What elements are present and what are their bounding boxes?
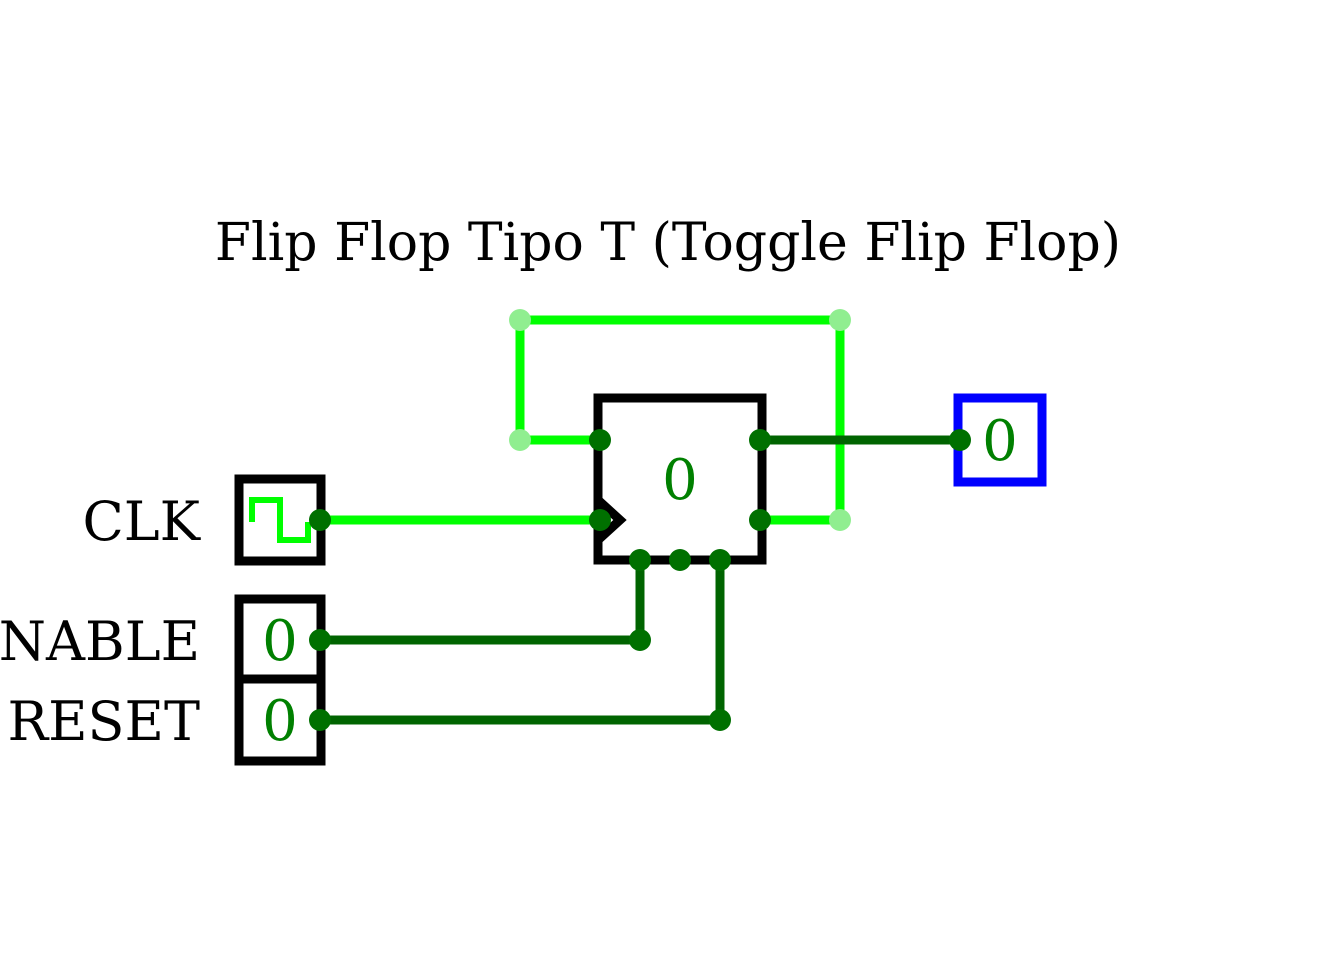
reset-label: RESET — [7, 690, 200, 753]
t-input-pin[interactable] — [589, 429, 611, 451]
reset-wire-corner — [709, 709, 731, 731]
reset-value: 0 — [262, 689, 298, 754]
enable-label: ENABLE — [0, 610, 200, 673]
t-flip-flop[interactable]: 0 — [593, 393, 767, 565]
enable-input-toggle[interactable]: 0 — [234, 594, 326, 686]
enable-output-pin[interactable] — [309, 629, 331, 651]
enable-wire-corner — [629, 629, 651, 651]
feedback-corner-dot — [829, 509, 851, 531]
clock-wave-icon — [249, 497, 311, 543]
output-value: 0 — [982, 409, 1018, 474]
preset-pin[interactable] — [669, 549, 691, 571]
q-not-output-pin[interactable] — [749, 509, 771, 531]
feedback-corner-dot — [829, 309, 851, 331]
clk-label: CLK — [82, 490, 201, 553]
flip-flop-state-value: 0 — [662, 448, 698, 513]
reset-output-pin[interactable] — [309, 709, 331, 731]
clock-edge-triangle — [594, 496, 627, 544]
junction-dots — [309, 309, 971, 731]
enable-pin[interactable] — [629, 549, 651, 571]
clock-output-pin[interactable] — [309, 509, 331, 531]
feedback-wire — [515, 315, 845, 525]
output-input-pin[interactable] — [949, 429, 971, 451]
q-output-pin[interactable] — [749, 429, 771, 451]
feedback-corner-dot — [509, 309, 531, 331]
enable-value: 0 — [262, 609, 298, 674]
reset-input-toggle[interactable]: 0 — [234, 674, 326, 766]
clk-pin[interactable] — [589, 509, 611, 531]
circuit-title: Flip Flop Tipo T (Toggle Flip Flop) — [215, 213, 1121, 273]
feedback-corner-dot — [509, 429, 531, 451]
reset-pin[interactable] — [709, 549, 731, 571]
enable-wire — [320, 560, 645, 645]
clock-input[interactable] — [234, 474, 326, 566]
